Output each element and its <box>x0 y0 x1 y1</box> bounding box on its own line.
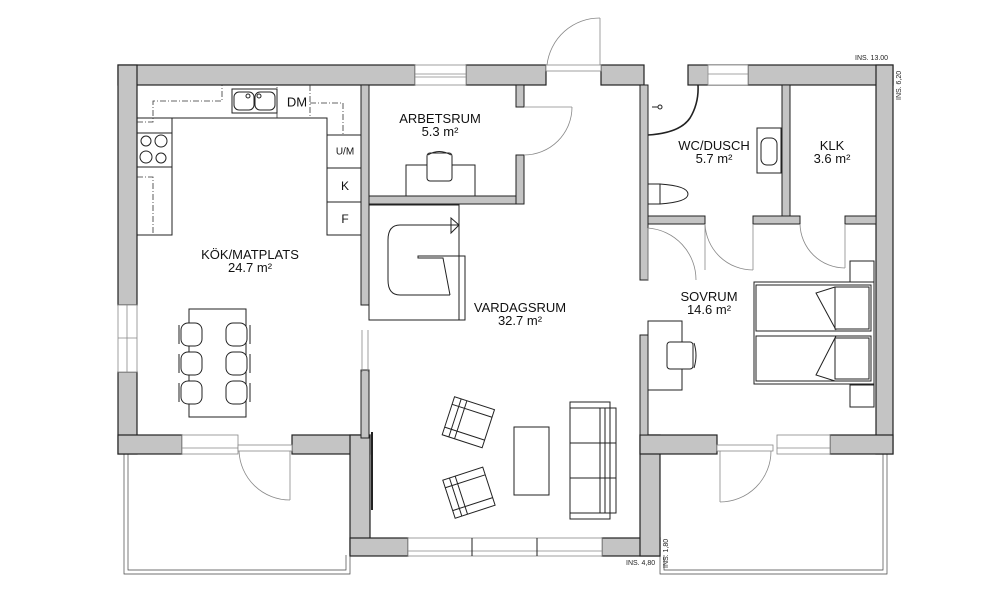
room-name: ARBETSRUM <box>399 111 481 126</box>
room-name: WC/DUSCH <box>678 138 750 153</box>
bedroom-desk <box>647 320 697 391</box>
interior-walls <box>360 84 877 439</box>
armchair-top <box>441 396 496 449</box>
windows <box>117 64 831 557</box>
kitchen-counter <box>137 85 361 236</box>
microwave-oven-label: U/M <box>335 146 355 158</box>
balcony-door-right <box>716 444 774 503</box>
dimension-balcony-depth: INS. 1,80 <box>663 538 670 568</box>
coffee-table <box>513 426 550 496</box>
room-area: 5.3 m² <box>421 124 459 139</box>
room-name: VARDAGSRUM <box>473 300 567 315</box>
washbasin-icon <box>756 127 782 174</box>
room-label-sovrum: SOVRUM 14.6 m² <box>680 290 737 316</box>
room-label-vardagsrum: VARDAGSRUM 32.7 m² <box>474 301 566 327</box>
room-label-kok: KÖK/MATPLATS 24.7 m² <box>201 248 299 274</box>
balcony-left <box>123 454 351 575</box>
sofa <box>569 401 617 520</box>
room-area: 5.7 m² <box>695 151 733 166</box>
dining-table <box>178 308 251 418</box>
dimension-balcony-width: INS. 4,80 <box>626 560 656 567</box>
armchair-bottom <box>442 466 496 519</box>
fireplace <box>368 204 466 321</box>
fridge-label: K <box>340 179 350 193</box>
shower <box>647 84 699 136</box>
dishwasher-label: DM <box>286 94 308 110</box>
room-name: SOVRUM <box>680 289 738 304</box>
room-label-wcdusch: WC/DUSCH 5.7 m² <box>678 139 750 165</box>
room-name: KÖK/MATPLATS <box>201 247 299 262</box>
balcony-right <box>659 454 888 575</box>
bed <box>753 260 875 408</box>
room-area: 14.6 m² <box>686 302 732 317</box>
sink-icon <box>231 88 278 114</box>
room-label-arbetsrum: ARBETSRUM 5.3 m² <box>399 112 481 138</box>
room-area: 32.7 m² <box>497 313 543 328</box>
office-desk <box>405 151 476 197</box>
dimension-depth-total: INS. 6,20 <box>896 70 903 100</box>
room-label-klk: KLK 3.6 m² <box>814 139 851 165</box>
dimension-width-total: INS. 13.00 <box>855 55 889 62</box>
room-area: 24.7 m² <box>227 260 273 275</box>
room-area: 3.6 m² <box>813 151 851 166</box>
toilet-icon <box>647 183 689 205</box>
freezer-label: F <box>341 212 349 226</box>
interior-doors <box>523 106 846 281</box>
entry-door <box>545 17 602 72</box>
room-name: KLK <box>819 138 845 153</box>
balcony-door-left <box>237 444 293 501</box>
dining-chairs <box>178 322 251 405</box>
stove-icon <box>139 134 168 164</box>
